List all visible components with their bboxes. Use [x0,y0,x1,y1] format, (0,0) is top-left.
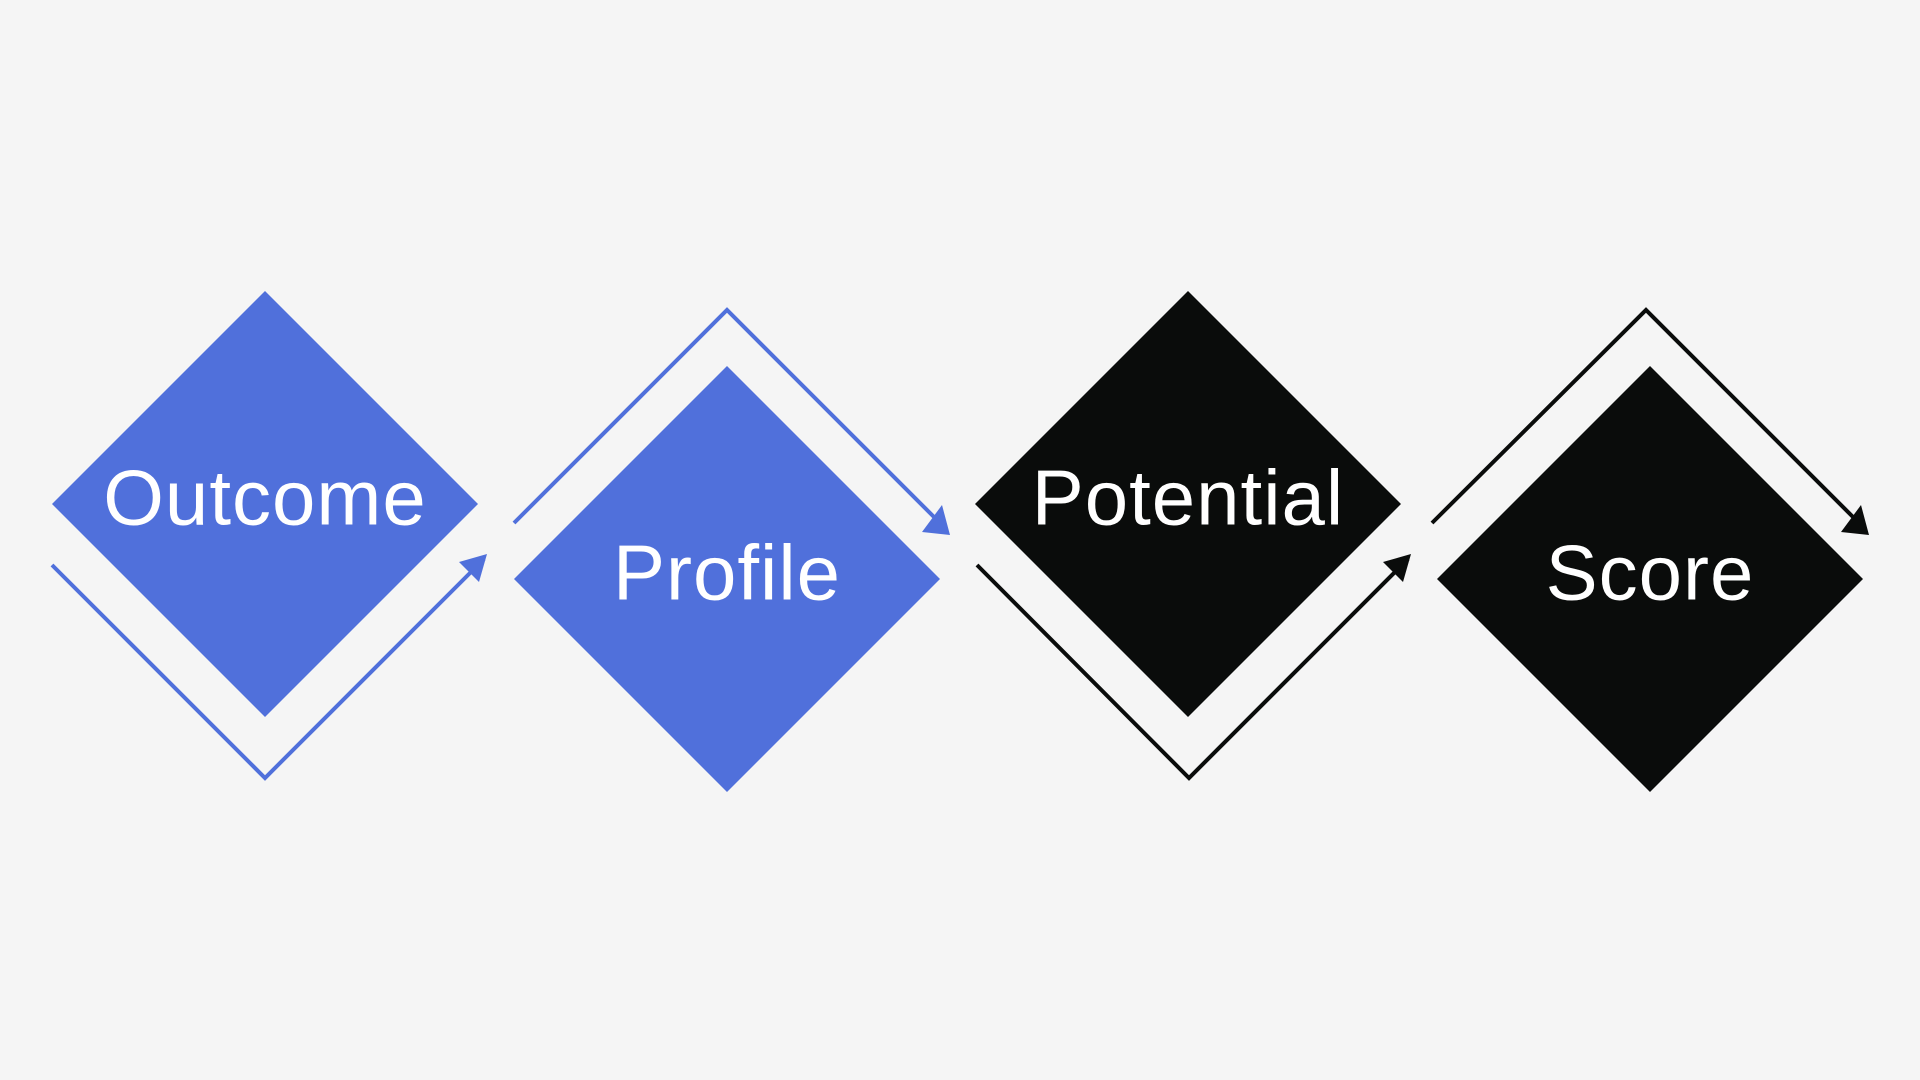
step-outcome: Outcome [50,291,487,781]
step-profile-connector-arrow [512,307,940,525]
step-potential-connector-arrow [975,557,1410,781]
step-score-diamond [1437,366,1863,792]
step-score-label: Score [1546,529,1755,617]
arrow-down-right-icon [1430,307,1869,535]
step-score: Score [1430,307,1869,792]
step-potential: Potential [975,291,1411,781]
arrow-down-right-icon [512,307,950,535]
step-potential-label: Potential [1032,454,1345,542]
step-potential-diamond [975,291,1401,717]
step-outcome-diamond [52,291,478,717]
step-outcome-label: Outcome [103,454,426,542]
step-profile: Profile [512,307,950,792]
step-score-connector-arrow [1430,307,1859,525]
arrow-up-right-icon [975,554,1411,781]
step-profile-label: Profile [613,529,841,617]
step-profile-diamond [514,366,940,792]
arrow-up-right-icon [50,554,487,781]
step-outcome-connector-arrow [50,557,486,781]
